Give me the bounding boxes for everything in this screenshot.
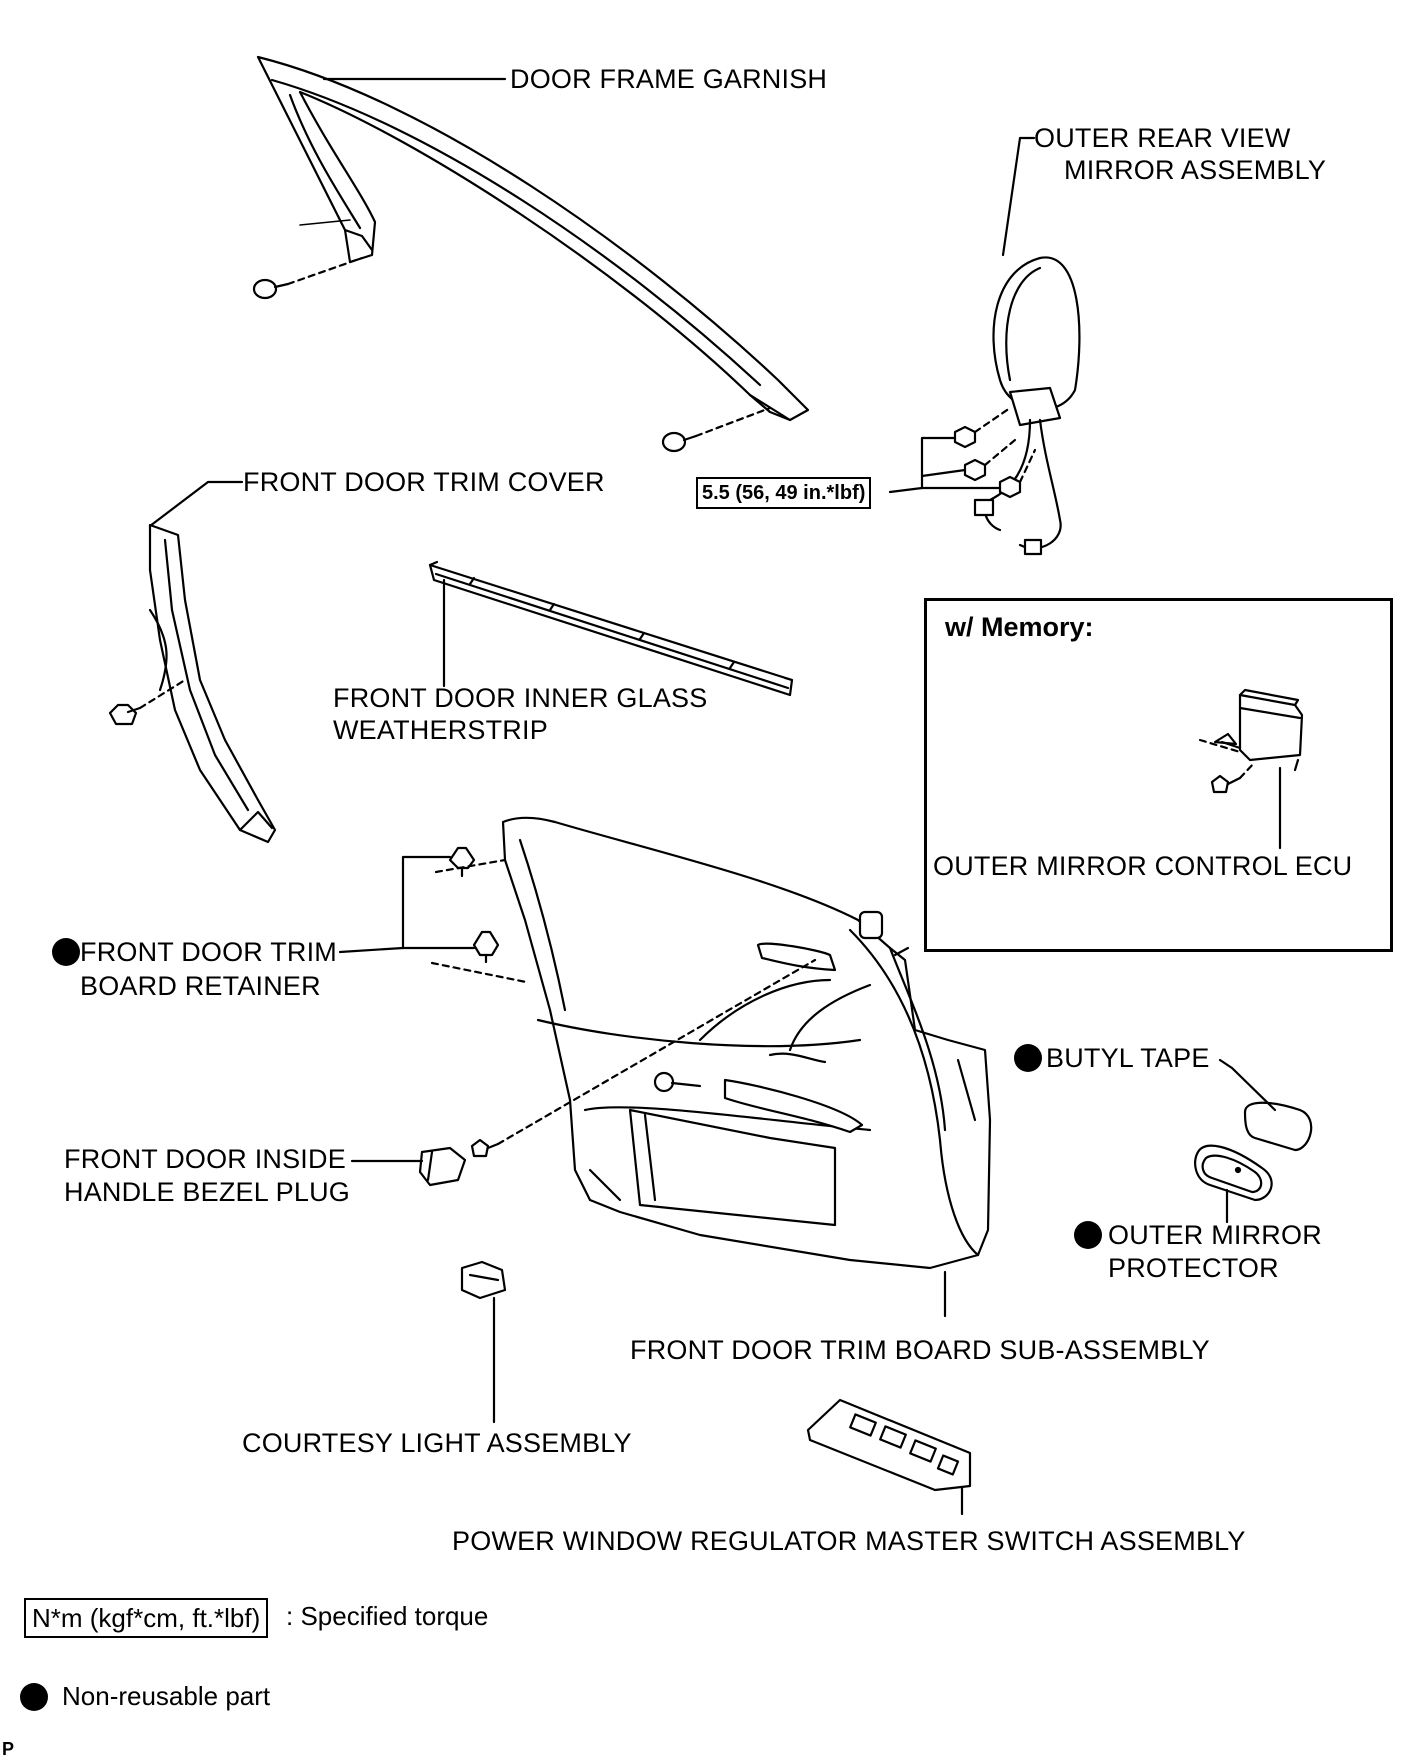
label-courtesy-light: COURTESY LIGHT ASSEMBLY [242,1428,632,1458]
butyl-tape-part [1243,1101,1313,1152]
label-trim-board: FRONT DOOR TRIM BOARD SUB-ASSEMBLY [630,1335,1210,1365]
door-frame-garnish-part [256,55,810,422]
outer-mirror-protector-part [1194,1144,1273,1202]
label-butyl-tape: BUTYL TAPE [1046,1043,1210,1073]
mirror-nut-1 [953,425,977,449]
label-master-switch: POWER WINDOW REGULATOR MASTER SWITCH ASS… [452,1526,1246,1556]
nonreusable-mark-protector [1074,1221,1102,1249]
label-weatherstrip-line1: FRONT DOOR INNER GLASS [333,683,708,713]
retainer-bracket [401,855,452,950]
ecu-screw [1210,774,1242,794]
label-weatherstrip-line2: WEATHERSTRIP [333,715,548,745]
mirror-nut-2 [963,458,987,482]
label-outer-mirror-line1: OUTER REAR VIEW [1034,123,1291,153]
label-protector-line2: PROTECTOR [1108,1253,1279,1283]
trim-board-screw-1 [653,1071,702,1093]
master-switch-part [806,1398,972,1492]
label-bezel-line1: FRONT DOOR INSIDE [64,1144,346,1174]
torque-spec-box: 5.5 (56, 49 in.*lbf) [696,477,872,509]
legend-torque-desc: : Specified torque [286,1601,489,1631]
nonreusable-mark-retainer [52,938,80,966]
leader-outer-mirror [1001,136,1036,257]
trim-board-retainer-1 [448,846,476,878]
label-ecu: OUTER MIRROR CONTROL ECU [933,851,1353,881]
label-retainer-line2: BOARD RETAINER [80,971,321,1001]
label-outer-mirror-line2: MIRROR ASSEMBLY [1064,155,1327,185]
leader-trim-cover [148,480,244,528]
inner-glass-weatherstrip-part [428,560,794,697]
memory-variant-box: w/ Memory: [924,598,1393,952]
handle-bezel-plug-part [418,1146,467,1187]
garnish-clip-2 [661,431,698,453]
mirror-nut-3 [998,475,1022,499]
label-retainer-line1: FRONT DOOR TRIM [80,937,337,967]
memory-title: w/ Memory: [945,612,1094,642]
legend-nonreusable-dot [20,1683,48,1711]
trim-board-screw-2 [470,1138,500,1158]
garnish-clip-1 [252,278,290,300]
leader-retainer [338,946,405,954]
figure-code: P [2,1739,15,1759]
label-trim-cover: FRONT DOOR TRIM COVER [243,467,605,497]
courtesy-light-part [460,1260,507,1300]
nonreusable-mark-butyl-tape [1014,1044,1042,1072]
outer-mirror-control-ecu-part [1213,688,1304,772]
legend-torque-unit: N*m (kgf*cm, ft.*lbf) [24,1598,269,1638]
front-door-trim-cover-part [148,523,277,844]
label-protector-line1: OUTER MIRROR [1108,1220,1322,1250]
trim-cover-clip [108,703,142,726]
trim-board-retainer-2 [472,930,500,964]
front-door-trim-board-part [501,816,992,1270]
label-door-frame-garnish: DOOR FRAME GARNISH [510,64,828,94]
leader-butyl-tape [1218,1058,1277,1112]
outer-mirror-part [973,256,1081,556]
legend-nonreusable-desc: Non-reusable part [62,1681,271,1711]
label-bezel-line2: HANDLE BEZEL PLUG [64,1177,350,1207]
